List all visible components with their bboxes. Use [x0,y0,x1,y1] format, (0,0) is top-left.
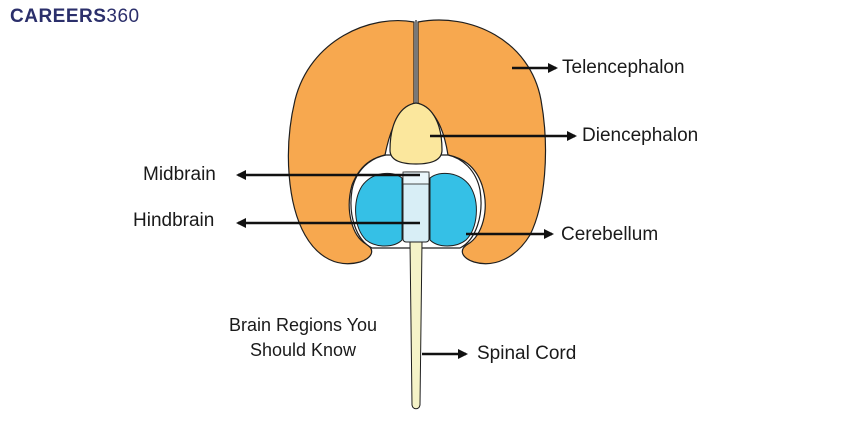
logo-word: CAREERS [10,6,107,27]
caption-line-1: Brain Regions You [228,315,378,335]
diagram-caption: Brain Regions You Should Know [196,313,410,363]
label-cerebellum: Cerebellum [561,224,659,245]
spinal-cord [409,241,423,410]
label-diencephalon: Diencephalon [582,125,699,146]
label-telencephalon: Telencephalon [562,57,685,78]
diencephalon [389,102,443,165]
careers360-logo: CAREERS360 [10,6,140,28]
label-spinal-cord: Spinal Cord [477,343,577,364]
label-midbrain: Midbrain [143,164,216,185]
cerebellum-right-lobe [429,172,477,247]
label-hindbrain: Hindbrain [133,210,215,231]
logo-number: 360 [106,6,140,27]
caption-line-2: Should Know [249,340,357,360]
